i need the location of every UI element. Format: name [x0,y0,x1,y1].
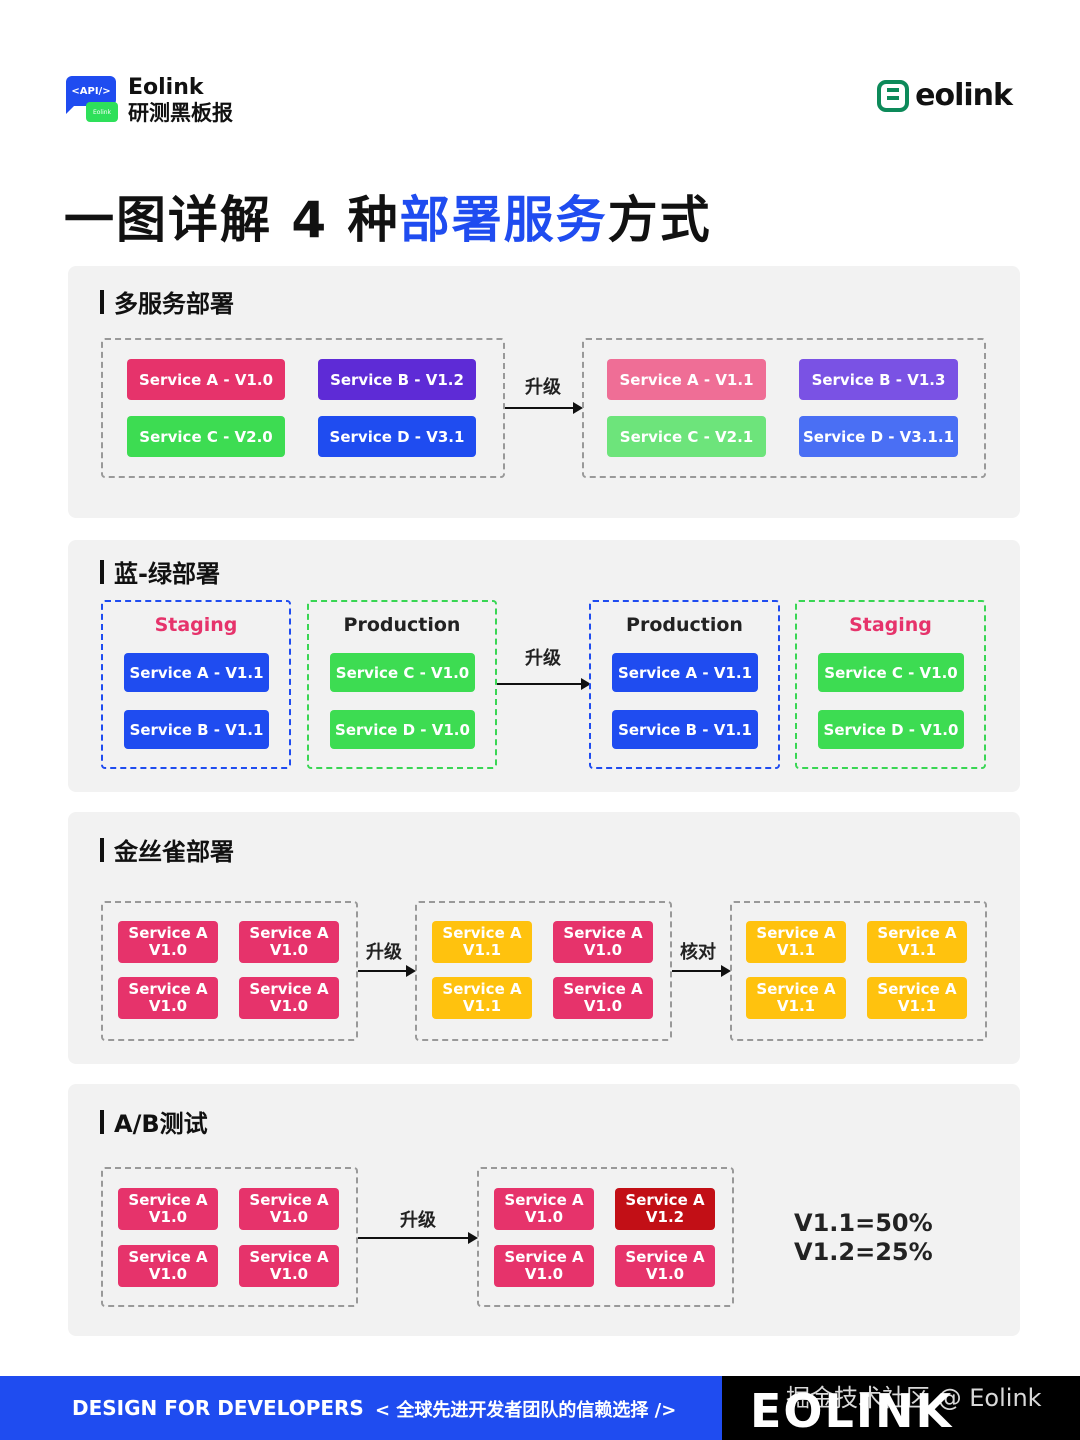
eolink-logo-icon [877,79,910,112]
production-group [589,600,780,769]
ab-group-after [477,1167,734,1307]
service-pill: Service C - V2.1 [607,416,766,457]
eolink-logo-word: eolink [915,78,1013,113]
title-part1: 一图详解 4 种 [64,191,400,249]
staging-group [101,600,291,769]
page-title: 一图详解 4 种部署服务方式 [64,180,712,252]
service-pill: Service A - V1.0 [127,359,285,400]
canary-group-before [101,901,358,1041]
footer-tagline: < 全球先进开发者团队的信赖选择 /> [375,1400,677,1421]
service-pill: Service B - V1.1 [124,710,269,749]
section-title: A/B测试 [100,1104,208,1139]
footer-brand-text: EOLINK [750,1384,954,1438]
ratio-line: V1.1=50% [794,1209,933,1237]
service-pill: Service A - V1.1 [612,653,758,692]
arrow-right [672,965,731,977]
section-title: 蓝-绿部署 [100,554,220,589]
service-pill: Service A - V1.1 [124,653,269,692]
service-pill: Service C - V2.0 [127,416,285,457]
arrow-label: 升级 [525,648,561,669]
env-label: Staging [154,614,238,636]
title-part2: 方式 [607,191,712,249]
multi-before-group [101,338,505,478]
canary-group-partial [415,901,672,1041]
arrow-label: 升级 [525,377,561,398]
arrow-label: 升级 [366,942,402,963]
section-multi-service: 多服务部署 Service A - V1.0 Service B - V1.2 … [68,266,1020,518]
multi-after-group [582,338,986,478]
badge-sub-text: Eolink [86,102,118,122]
section-blue-green: 蓝-绿部署 Staging Service A - V1.1 Service B… [68,540,1020,792]
service-pill: Service D - V3.1 [318,416,476,457]
ab-ratio: V1.1=50% V1.2=25% [794,1209,933,1267]
section-title: 金丝雀部署 [100,832,234,867]
brand-badge-icon: <API/> Eolink [66,76,120,126]
canary-group-after [730,901,987,1041]
env-label: Production [626,614,743,636]
arrow-label: 核对 [680,942,716,963]
footer-slogan: DESIGN FOR DEVELOPERS [72,1396,364,1420]
arrow-right [358,965,416,977]
ab-group-before [101,1167,358,1307]
service-pill: Service B - V1.1 [612,710,758,749]
arrow-right [358,1232,478,1244]
watermark: 掘金技术社区 @ Eolink [786,1384,1042,1412]
service-pill: Service D - V3.1.1 [799,416,958,457]
arrow-right [505,402,583,414]
service-pill: Service D - V1.0 [818,710,964,749]
section-title: 多服务部署 [100,284,234,319]
staging-group [795,600,986,769]
footer: DESIGN FOR DEVELOPERS < 全球先进开发者团队的信赖选择 /… [0,1376,1080,1440]
service-pill: Service C - V1.0 [818,653,964,692]
service-pill: Service C - V1.0 [330,653,475,692]
production-group [307,600,497,769]
service-pill: Service B - V1.3 [799,359,958,400]
arrow-label: 升级 [400,1210,436,1231]
eolink-logo: eolink [877,78,1013,113]
service-pill: Service D - V1.0 [330,710,475,749]
env-label: Production [343,614,461,636]
brand: <API/> Eolink Eolink 研测黑板报 [66,76,233,126]
service-pill: Service A - V1.1 [607,359,766,400]
badge-api-text: <API/> [66,76,116,106]
service-pill: Service B - V1.2 [318,359,476,400]
arrow-right [497,678,591,690]
title-highlight: 部署服务 [399,191,608,249]
brand-subtitle: 研测黑板报 [128,101,233,125]
ratio-line: V1.2=25% [794,1238,933,1266]
env-label: Staging [849,614,932,636]
brand-name: Eolink [128,75,204,100]
footer-brand-block: EOLINK 掘金技术社区 @ Eolink [722,1376,1080,1440]
